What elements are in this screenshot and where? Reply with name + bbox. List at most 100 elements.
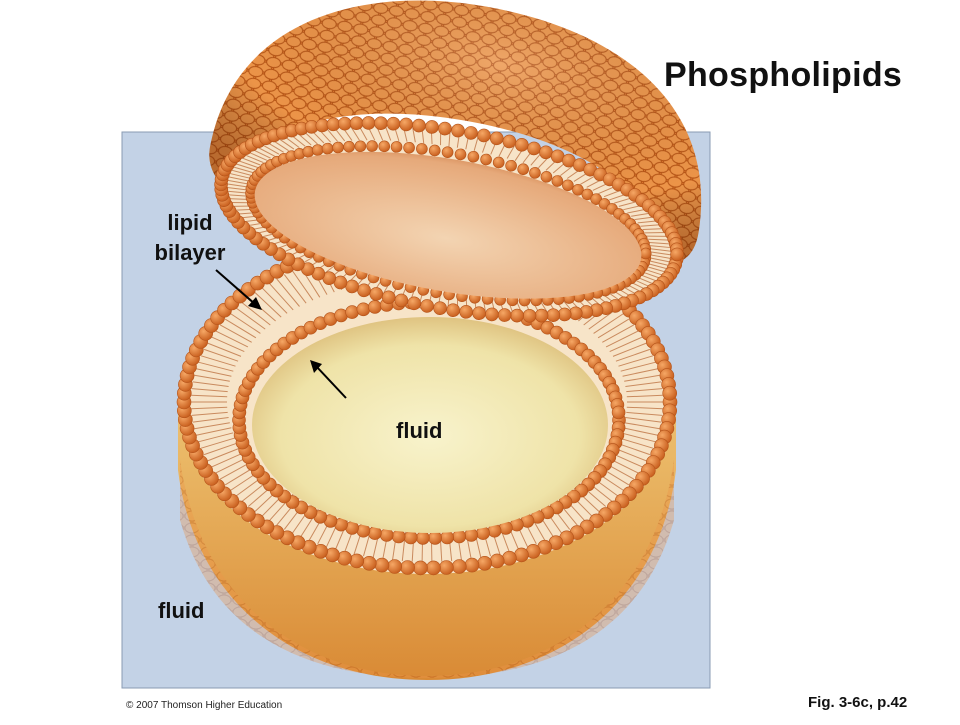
lipid-tail xyxy=(622,427,658,436)
lipid-tail xyxy=(261,143,280,155)
lipid-tail xyxy=(191,394,228,398)
lipid-tail xyxy=(225,186,248,191)
lipid-tail xyxy=(192,381,229,387)
phospholipid-head xyxy=(464,557,480,573)
lipid-tail xyxy=(612,342,647,357)
lipid-tail xyxy=(618,355,654,367)
lipid-tail xyxy=(247,151,268,161)
phospholipid-head xyxy=(662,385,678,401)
lipid-tail xyxy=(277,137,295,150)
lipid-tail xyxy=(626,406,663,410)
lipid-tail xyxy=(235,307,266,330)
lipid-tail xyxy=(231,166,254,174)
phospholipid-head xyxy=(492,156,505,169)
lipid-tail xyxy=(196,427,232,436)
lipid-tail xyxy=(230,313,261,334)
phospholipid-head xyxy=(489,553,505,569)
phospholipid-head xyxy=(416,531,430,545)
lipid-tail xyxy=(254,292,282,318)
phospholipid-head xyxy=(439,560,454,575)
upper-dome-shade xyxy=(209,0,702,262)
lipid-tail xyxy=(219,324,252,343)
phospholipid-head xyxy=(391,529,406,544)
lipid-tail xyxy=(593,313,624,334)
lipid-tail xyxy=(625,417,662,423)
lipid-tail xyxy=(283,274,307,304)
lipid-tail xyxy=(226,190,249,194)
outer-fluid-label: fluid xyxy=(158,598,205,623)
copyright-notice: © 2007 Thomson Higher Education xyxy=(126,700,283,711)
lipid-tail xyxy=(207,342,242,357)
phospholipid-head xyxy=(454,148,467,161)
phospholipid-head xyxy=(428,144,441,157)
lipid-tail xyxy=(203,348,239,362)
phospholipid-head xyxy=(368,300,382,314)
lipid-tail xyxy=(191,411,228,416)
phospholipid-head xyxy=(467,150,480,163)
lipid-tail xyxy=(631,212,652,217)
phospholipid-head xyxy=(387,559,403,574)
lipid-tail xyxy=(194,374,230,382)
phospholipid-head xyxy=(413,560,428,576)
lipid-tail xyxy=(644,265,667,273)
phospholipid-head xyxy=(428,531,442,545)
lipid-tail xyxy=(237,159,258,168)
lipid-tail xyxy=(634,216,656,221)
lipid-tail xyxy=(234,162,256,171)
lipid-tail xyxy=(626,394,663,398)
lipid-tail xyxy=(243,154,264,164)
lipid-tail xyxy=(530,153,542,166)
lipid-tail xyxy=(640,224,662,227)
phospholipid-head xyxy=(354,140,367,153)
lipid-tail xyxy=(597,318,630,339)
inner-fluid-pointer-arrow xyxy=(310,360,347,399)
lipid-tail xyxy=(473,137,479,151)
lipid-tail xyxy=(598,185,616,195)
lipid-tail xyxy=(191,406,228,410)
lipid-tail xyxy=(228,172,250,179)
phospholipid-head xyxy=(361,555,377,571)
phospholipid-head xyxy=(426,560,441,576)
lipid-tail xyxy=(625,381,662,387)
phospholipid-head xyxy=(611,405,626,420)
lipid-tail xyxy=(326,127,338,142)
phospholipid-head xyxy=(551,175,564,187)
phospholipid-head xyxy=(514,547,529,563)
lipid-tail xyxy=(215,330,249,348)
lipid-bilayer-label-line1: lipid xyxy=(167,210,213,235)
inner-fluid-label: fluid xyxy=(396,418,443,443)
lipid-tail xyxy=(192,417,229,423)
lipid-tail xyxy=(624,374,660,382)
lipid-tail xyxy=(618,437,654,449)
lipid-tail xyxy=(605,330,639,348)
lipid-tail xyxy=(240,156,261,166)
lipid-tail xyxy=(225,183,248,188)
lipid-tail xyxy=(602,324,635,343)
lipid-bilayer-label-line2: bilayer xyxy=(154,240,226,265)
lipid-tail xyxy=(207,447,242,462)
phospholipid-head xyxy=(416,143,428,155)
lipid-tail xyxy=(224,318,257,339)
phospholipid-head xyxy=(517,163,529,176)
phospholipid-head xyxy=(390,141,403,153)
lipid-tail xyxy=(291,270,314,301)
lipid-bilayer-label: lipid bilayer xyxy=(140,208,240,268)
lipid-tail xyxy=(241,302,271,326)
lipid-tail xyxy=(644,231,667,234)
phospholipid-head xyxy=(403,530,418,545)
phospholipid-head xyxy=(441,146,454,159)
phospholipid-head xyxy=(349,553,365,569)
lipid-tail xyxy=(303,131,318,145)
lipid-tail xyxy=(198,361,234,372)
lipid-tail xyxy=(198,432,234,443)
lipid-tail xyxy=(211,451,245,468)
lipid-tail xyxy=(227,176,249,182)
lipid-tail xyxy=(626,411,663,416)
lipid-tail xyxy=(560,165,574,177)
lipid-tail xyxy=(620,361,656,372)
lipid-tail xyxy=(624,422,660,430)
phospholipid-head xyxy=(378,140,391,153)
figure-reference: Fig. 3-6c, p.42 xyxy=(808,694,908,711)
lipid-tail xyxy=(261,287,288,314)
